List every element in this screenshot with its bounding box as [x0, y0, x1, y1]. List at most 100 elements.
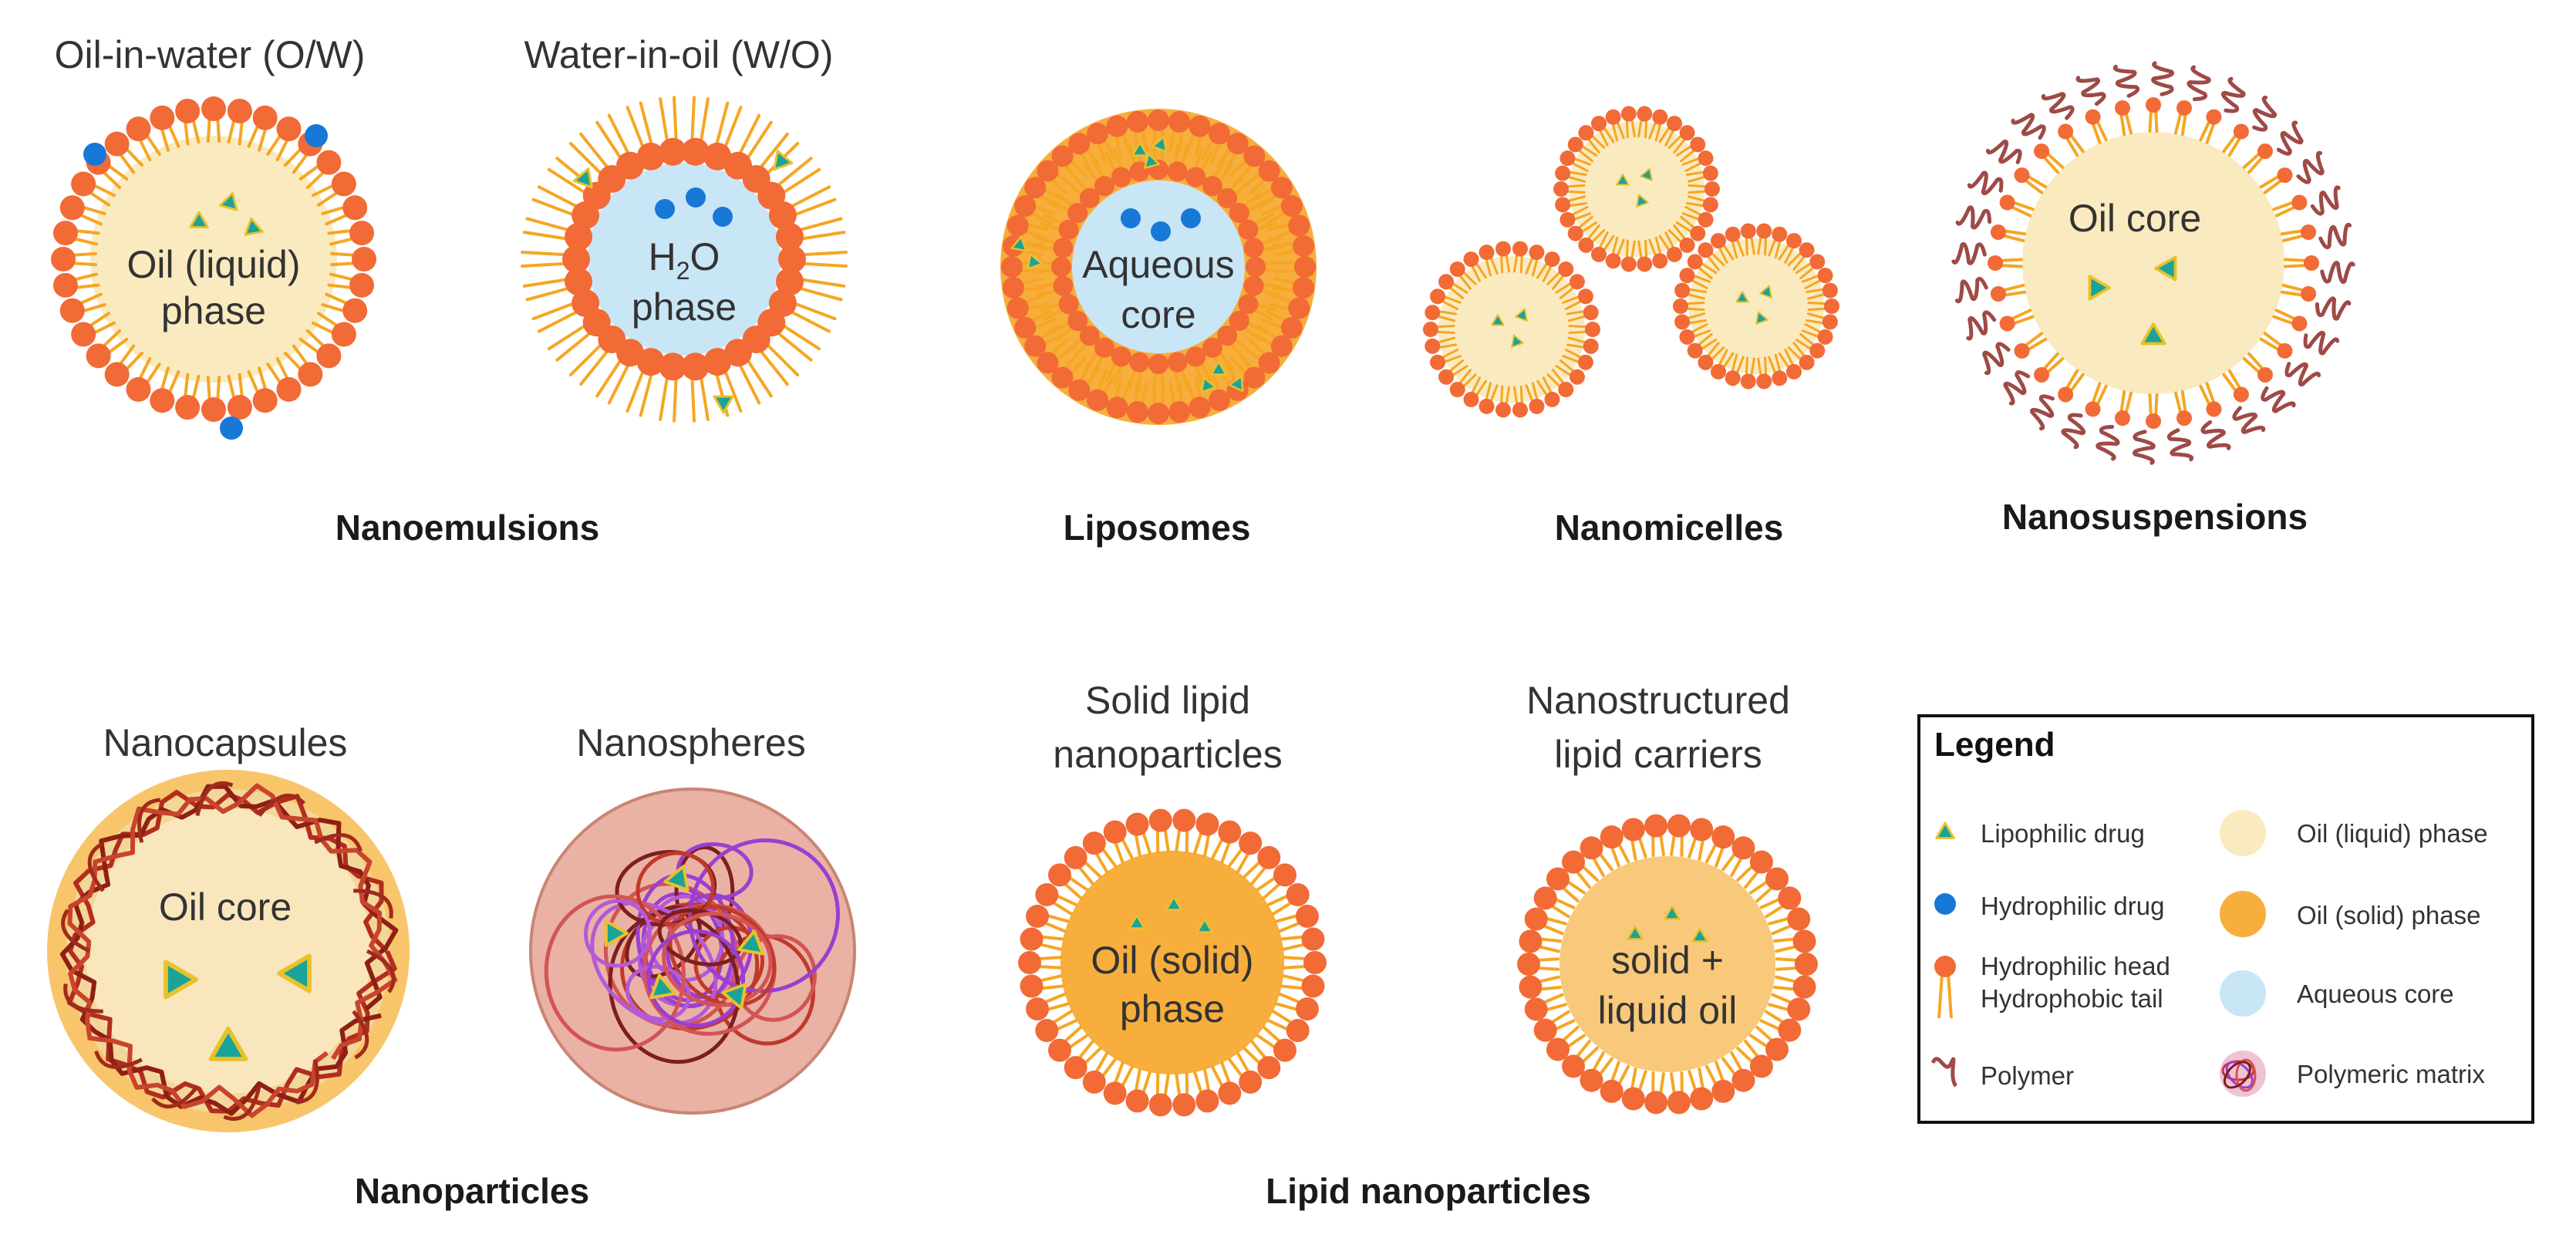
surfactant-head: [2034, 143, 2050, 160]
surfactant-head: [1026, 904, 1050, 928]
legend-oil-solid-swatch: [2220, 891, 2266, 937]
surfactant-head: [1303, 951, 1327, 974]
polymer-loop: [352, 1010, 369, 1060]
nanocapsules-label: Nanocapsules: [103, 721, 348, 764]
surfactant-head: [1148, 403, 1169, 424]
surfactant-head: [1243, 275, 1264, 296]
surfactant-head: [1257, 845, 1281, 869]
surfactant-heads: [1001, 110, 1316, 424]
surfactant-head: [1765, 867, 1789, 891]
surfactant-head: [1756, 373, 1772, 390]
surfactant-head: [2301, 224, 2317, 241]
surfactant-head: [1024, 177, 1047, 199]
surfactant-head: [2206, 401, 2222, 417]
surfactant-head: [1288, 214, 1310, 237]
polymer-loop: [61, 909, 91, 953]
lipophilic-drug: [1664, 905, 1681, 920]
polymer-strand: [674, 845, 735, 938]
lipophilic-drug: [1755, 311, 1768, 325]
nanocapsule-lipophilic-drugs: [164, 953, 312, 1061]
surfactant-head: [1239, 831, 1263, 855]
polymer-chain: [1951, 242, 1987, 265]
surfactant-head: [1280, 195, 1303, 218]
surfactant-head: [1053, 238, 1074, 258]
surfactant-head: [1106, 396, 1128, 419]
surfactant-head: [1148, 354, 1168, 374]
micelle-core: [1438, 256, 1585, 403]
surfactant-head: [1546, 867, 1570, 891]
nanomicelle-1: [1553, 106, 1720, 272]
surfactant-head: [1687, 342, 1703, 359]
surfactant-head: [1679, 237, 1695, 253]
surfactant-head: [1167, 352, 1188, 373]
surfactant-head: [126, 116, 151, 142]
surfactant-head: [2257, 143, 2273, 160]
surfactant-head: [1795, 953, 1818, 976]
surfactant-head: [1652, 253, 1668, 269]
micelle-core: [1688, 238, 1824, 374]
surfactant-head: [2085, 109, 2101, 125]
surfactant-head: [1094, 337, 1114, 358]
polymer-chain: [2166, 428, 2194, 462]
susp-lipophilic-drugs: [2088, 255, 2177, 346]
surfactant-head: [565, 268, 593, 296]
category-nanosuspensions: Nanosuspensions: [2002, 497, 2308, 537]
nanostructured-lipid-carrier: solid + liquid oil: [1517, 814, 1818, 1115]
lipophilic-drug: [1636, 194, 1649, 207]
category-liposomes: Liposomes: [1064, 508, 1251, 548]
surfactant-head: [1006, 214, 1029, 237]
liposome-bilayer: [1001, 110, 1316, 424]
surfactant-head: [2085, 401, 2101, 417]
polymer-strand: [636, 851, 715, 927]
surfactant-head: [1035, 882, 1059, 906]
lipophilic-drug: [1691, 927, 1708, 943]
surfactant-head: [1229, 202, 1249, 223]
surfactant-head: [1674, 282, 1691, 299]
surfactant-head: [703, 348, 732, 376]
surfactant-head: [201, 96, 226, 121]
surfactant-head: [1208, 123, 1230, 145]
surfactant-head: [1067, 311, 1088, 332]
surfactant-head: [1001, 256, 1023, 278]
surfactant-head: [1208, 389, 1230, 411]
surfactant-head: [349, 221, 375, 246]
surfactant-head: [1068, 133, 1091, 155]
surfactant-head: [1189, 115, 1211, 137]
legend-polymer-label: Polymer: [1981, 1061, 2074, 1090]
polymer-chain: [2261, 386, 2296, 413]
polymer-strand: [662, 911, 773, 1007]
surfactant-head: [1822, 314, 1838, 330]
lipophilic-drug: [773, 150, 794, 171]
surfactant-head: [1002, 277, 1024, 299]
surfactant-head: [1067, 202, 1088, 223]
sln-inner-label-2: phase: [1120, 987, 1225, 1030]
surfactant-head: [52, 221, 78, 246]
polymer-chain: [2011, 113, 2046, 140]
surfactant-head: [227, 98, 252, 123]
polymer-chain: [1966, 310, 1997, 341]
surfactant-head: [1698, 242, 1714, 258]
surfactant-head: [1787, 997, 1811, 1021]
surfactant-head: [1202, 337, 1223, 358]
surfactant-head: [352, 247, 376, 272]
wo-emulsion: H2O phase: [521, 96, 848, 423]
surfactant-head: [1479, 398, 1495, 414]
surfactant-head: [1809, 254, 1826, 270]
surfactant-head: [1667, 814, 1691, 838]
surfactant-heads: [1423, 241, 1600, 418]
surfactant-head: [1148, 1093, 1172, 1117]
legend-aqueous-swatch: [2220, 970, 2266, 1017]
wo-heads: [562, 137, 806, 381]
lipophilic-drug: [1640, 167, 1653, 181]
lipophilic-drug: [721, 983, 747, 1010]
surfactant-head: [1425, 338, 1441, 354]
surfactant-head: [1600, 1079, 1623, 1103]
legend-hydrophilic-drug-icon: [1934, 893, 1956, 915]
surfactant-head: [1778, 1018, 1802, 1042]
surfactant-head: [2277, 167, 2293, 184]
surfactant-head: [1704, 181, 1720, 197]
surfactant-head: [1679, 125, 1695, 141]
surfactant-head: [1524, 907, 1548, 931]
